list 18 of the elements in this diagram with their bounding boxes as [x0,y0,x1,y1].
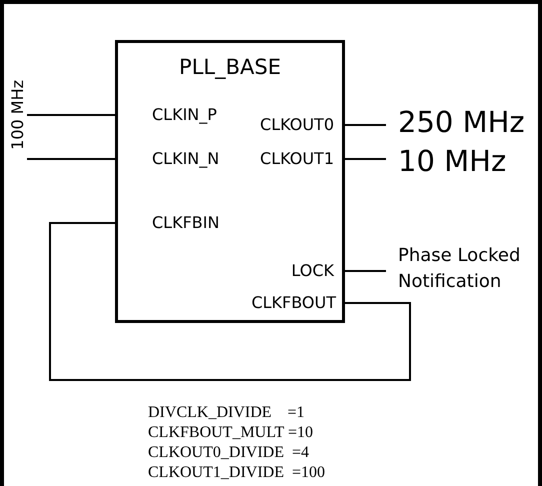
feedback-wire [49,222,411,381]
pin-label: LOCK [291,261,342,281]
signal-label: Phase Locked Notification [398,243,528,295]
pin-label: CLKOUT0 [260,115,342,135]
pin-label: CLKFBIN [118,213,220,233]
parameter-setting: CLKOUT1_DIVIDE =100 [148,464,325,482]
component-block [115,40,345,323]
signal-label: 100 MHz [8,80,27,150]
pin-label: CLKOUT1 [260,149,342,169]
block-title: PLL_BASE [178,55,282,79]
pin-label: CLKIN_P [118,105,217,125]
signal-label: 250 MHz [398,104,525,140]
pin-label: CLKIN_N [118,149,220,169]
parameter-setting: CLKOUT0_DIVIDE =4 [148,444,309,462]
pin-label: CLKFBOUT [251,293,342,313]
parameter-setting: CLKFBOUT_MULT =10 [148,424,314,442]
signal-label: 10 MHz [398,143,506,179]
parameter-setting: DIVCLK_DIVIDE =1 [148,404,305,422]
